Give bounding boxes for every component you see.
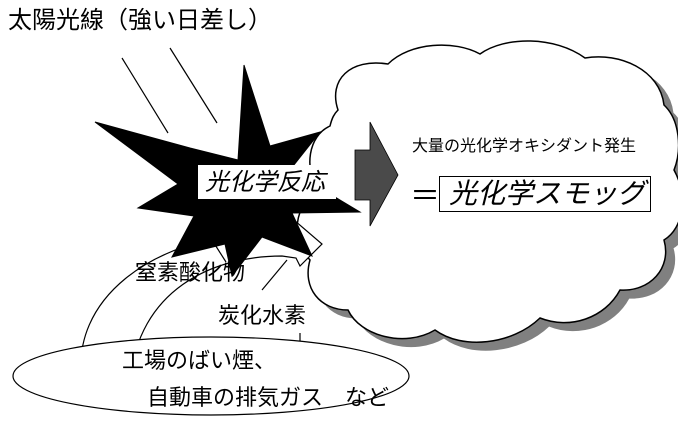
reaction-label: 光化学反応 (205, 168, 325, 196)
sun-ray-right (169, 47, 218, 124)
reaction-label-plate (198, 165, 336, 199)
hydrocarbons-label: 炭化水素 (218, 304, 307, 329)
oxidant-description: 大量の光化学オキシダント発生 (412, 136, 637, 155)
hc-pointer-line (261, 259, 288, 291)
sun-ray-left (121, 57, 169, 134)
block-arrow (354, 121, 399, 227)
sunlight-title: 太陽光線（強い日差し） (8, 6, 272, 34)
nitrogen-oxides-label: 窒素酸化物 (135, 261, 246, 286)
equals-sign: ＝ (410, 179, 440, 214)
smog-result-label: 光化学スモッグ (448, 177, 645, 210)
source-line-factory: 工場のばい煙、 (122, 349, 277, 374)
smog-result-box: 光化学スモッグ (439, 176, 651, 212)
source-ellipse (12, 336, 410, 416)
source-line-vehicles: 自動車の排気ガス など (147, 386, 390, 411)
nox-pointer-line (211, 239, 227, 263)
